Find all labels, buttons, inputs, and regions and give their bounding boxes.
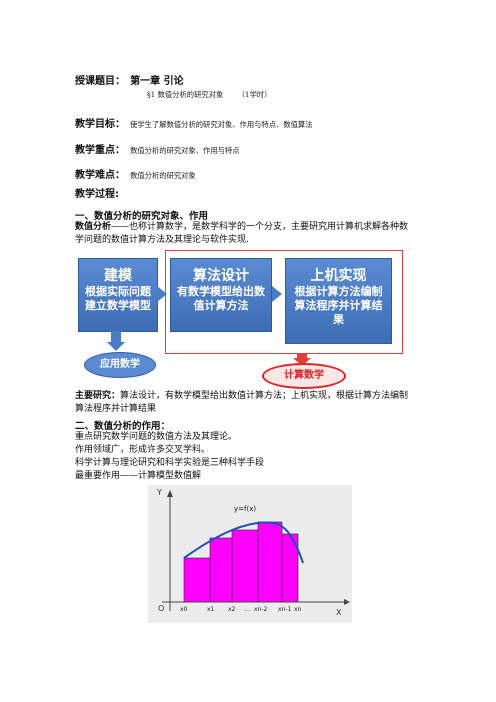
topic-value: 第一章 引论 xyxy=(130,76,184,87)
modeling-box: 建模 根据实际问题建立数学模型 xyxy=(78,258,158,332)
algorithm-subtitle: 有数学模型给出数值计算方法 xyxy=(177,285,265,312)
difficulty-line: 教学难点： 数值分析的研究对象 xyxy=(75,163,196,183)
intro-term: 数值分析 xyxy=(75,222,112,232)
section2-line: 重点研究数学问题的数值方法及其理论。 xyxy=(75,432,238,442)
hours: （1学时） xyxy=(237,90,272,99)
y-axis-label: Y xyxy=(156,488,162,497)
arrow-right-2 xyxy=(272,286,282,302)
topic-line: 授课题目： 第一章 引论 xyxy=(75,69,184,89)
modeling-subtitle: 根据实际问题建立数学模型 xyxy=(85,285,151,312)
key-label: 教学重点： xyxy=(75,145,125,156)
tick-label: x0 xyxy=(180,606,188,613)
tick-label: xn-1 xyxy=(278,606,292,613)
goal-line: 教学目标： 使学生了解数值分析的研究对象、作用与特点、数值算法 xyxy=(75,112,313,132)
tick-label: x1 xyxy=(207,606,215,613)
arrow-down-2 xyxy=(293,358,311,366)
x-axis-arrow xyxy=(344,599,350,605)
modeling-title: 建模 xyxy=(104,268,132,284)
section2-line: 作用领域广，形成许多交叉学科。 xyxy=(75,445,211,455)
process-label: 教学过程: xyxy=(75,189,119,200)
main-research-label: 主要研究： xyxy=(75,391,121,401)
implementation-subtitle: 根据计算方法编制算法程序并计算结果 xyxy=(294,285,383,326)
riemann-figure: Y X O y=f(x) x0 x1 x2 … xn-2 xn-1 xn xyxy=(148,485,352,623)
section2-heading: 二、数值分析的作用： xyxy=(75,421,171,432)
y-axis-arrow xyxy=(167,490,173,497)
algorithm-title: 算法设计 xyxy=(193,268,249,284)
arrow-down-stem-1 xyxy=(111,331,121,343)
riemann-bar xyxy=(183,557,211,603)
computational-math-oval: 计算数学 xyxy=(262,363,346,389)
riemann-bar xyxy=(257,521,283,603)
section2-lines: 重点研究数学问题的数值方法及其理论。 作用领域广，形成许多交叉学科。 科学计算与… xyxy=(75,431,264,483)
main-research-text: 算法设计，有数学模型给出数值计算方法；上机实现，根据计算方法编制算法程序并计算结… xyxy=(75,391,409,414)
curve-label: y=f(x) xyxy=(234,505,256,513)
goal-value: 使学生了解数值分析的研究对象、作用与特点、数值算法 xyxy=(130,120,313,129)
main-research-paragraph: 主要研究：算法设计，有数学模型给出数值计算方法；上机实现，根据计算方法编制算法程… xyxy=(75,390,415,416)
applied-math-oval: 应用数学 xyxy=(84,352,156,378)
section1-paragraph: 数值分析——也称计算数学，是数学科学的一个分支，主要研究用计算机求解各种数学问题… xyxy=(75,221,415,247)
riemann-bar xyxy=(209,537,233,603)
arrow-down-stem-2 xyxy=(297,353,307,359)
section1-heading: 一、数值分析的研究对象、作用 xyxy=(75,211,209,222)
section2-line: 最重要作用——计算模型数值解 xyxy=(75,471,202,481)
difficulty-value: 数值分析的研究对象 xyxy=(130,171,196,180)
tick-label: x2 xyxy=(228,606,236,613)
difficulty-label: 教学难点： xyxy=(75,170,125,181)
topic-label: 授课题目： xyxy=(75,76,125,87)
section2-line: 科学计算与理论研究和科学实验是三种科学手段 xyxy=(75,458,265,468)
riemann-bar xyxy=(231,529,259,603)
intro-text: ——也称计算数学，是数学科学的一个分支，主要研究用计算机求解各种数学问题的数值计… xyxy=(75,222,409,245)
section-title: §1 数值分析的研究对象 xyxy=(147,90,224,99)
curve-fx xyxy=(183,521,304,564)
key-value: 数值分析的研究对象、作用与特点 xyxy=(130,146,240,155)
tick-label: … xyxy=(244,606,250,613)
origin-label: O xyxy=(158,604,164,613)
x-axis-label: X xyxy=(336,608,342,617)
arrow-down-1 xyxy=(107,342,125,351)
implementation-title: 上机实现 xyxy=(310,268,367,284)
arrow-right-1 xyxy=(157,286,167,302)
tick-label: xn xyxy=(294,606,302,613)
goal-label: 教学目标： xyxy=(75,119,125,130)
section-line: §1 数值分析的研究对象 （1学时） xyxy=(147,89,271,100)
algorithm-box: 算法设计 有数学模型给出数值计算方法 xyxy=(170,258,272,332)
key-line: 教学重点： 数值分析的研究对象、作用与特点 xyxy=(75,138,240,158)
tick-label: xn-2 xyxy=(254,606,268,613)
computational-frame xyxy=(165,250,403,354)
implementation-box: 上机实现 根据计算方法编制算法程序并计算结果 xyxy=(285,258,392,344)
